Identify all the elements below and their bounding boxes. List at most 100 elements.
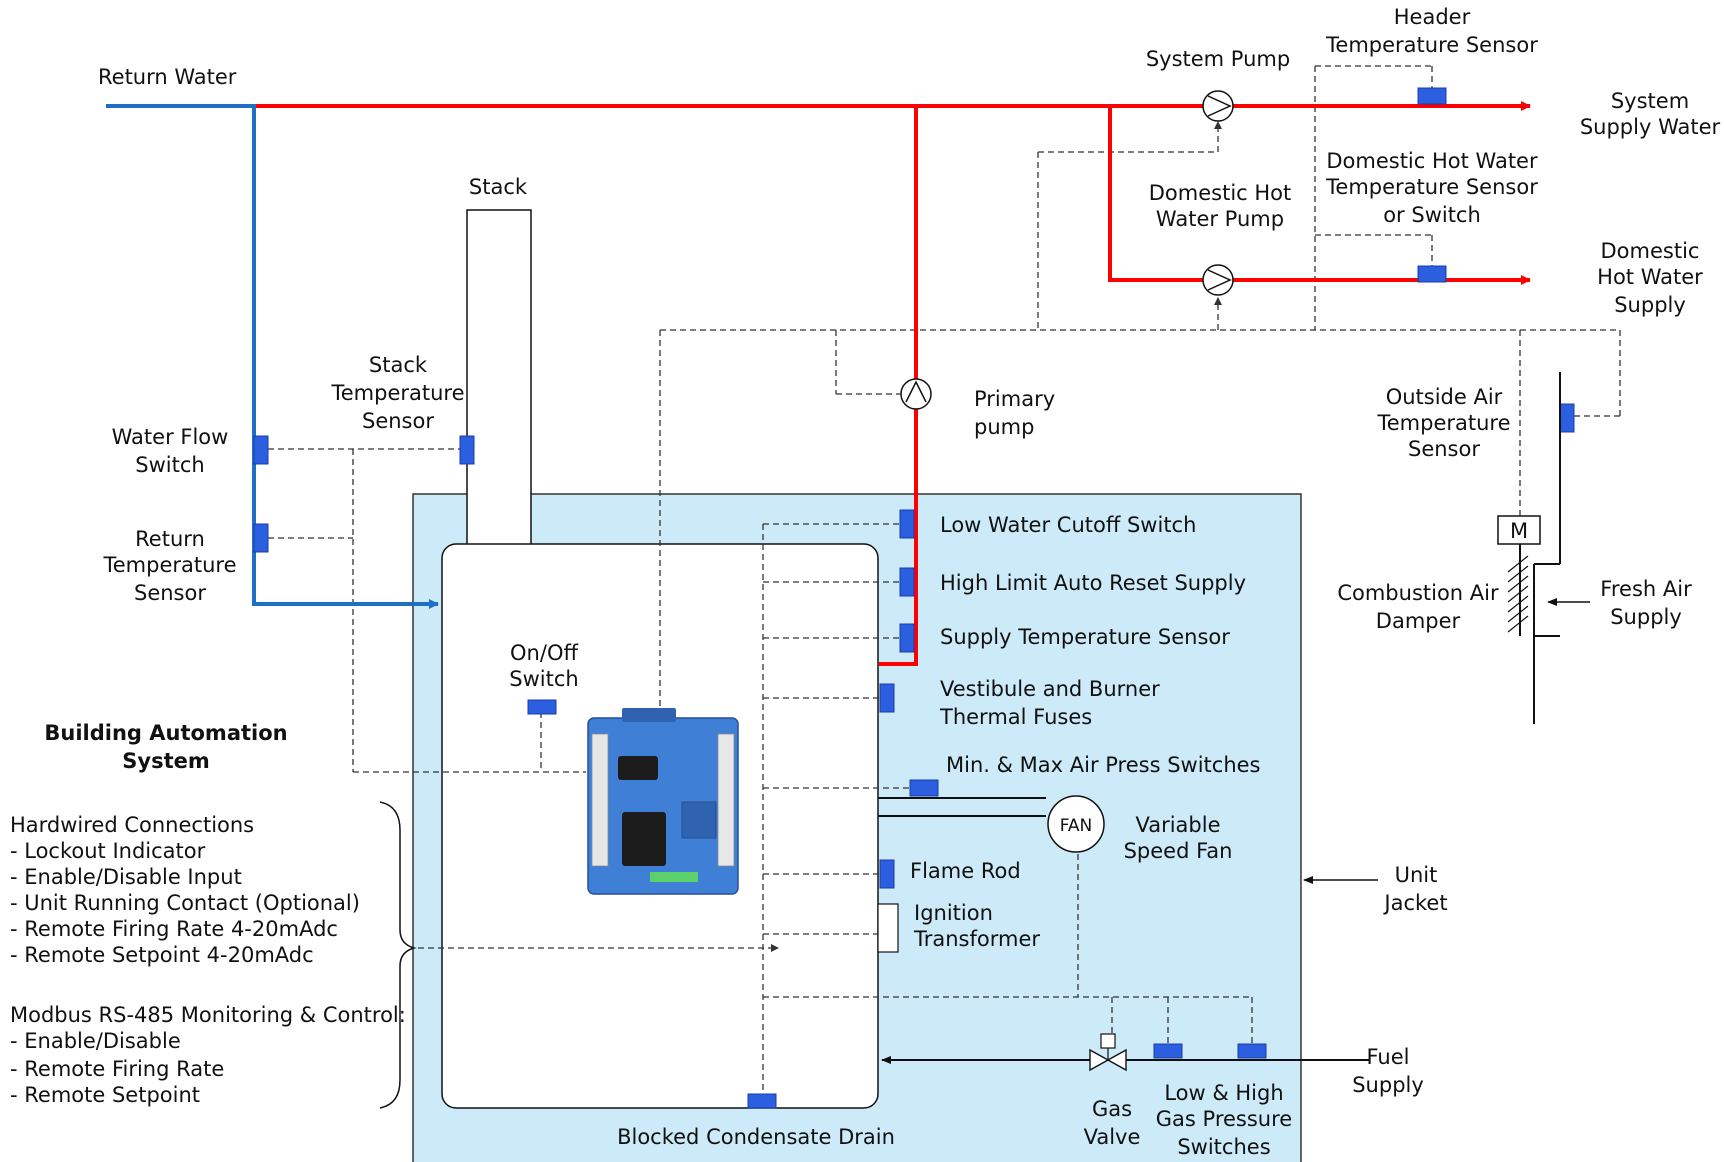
hardwired-item: - Remote Firing Rate 4-20mAdc <box>10 917 338 941</box>
thermal-fuses <box>879 683 895 713</box>
air-press-switches <box>909 779 939 797</box>
fan-symbol <box>1047 795 1105 853</box>
label-dhw-sensor-3: or Switch <box>1383 203 1481 227</box>
low-gas-press-switch <box>1153 1043 1183 1059</box>
label-ignition-1: Ignition <box>914 901 993 925</box>
label-outside-air-1: Outside Air <box>1386 385 1503 409</box>
label-flame-rod: Flame Rod <box>910 859 1021 883</box>
label-stack-sensor-2: Temperature <box>330 381 464 405</box>
label-outside-air-3: Sensor <box>1408 437 1480 461</box>
modbus-item: - Remote Firing Rate <box>10 1057 224 1081</box>
label-system-pump: System Pump <box>1146 47 1290 71</box>
label-return-temp-1: Return <box>135 527 205 551</box>
label-onoff-2: Switch <box>509 667 578 691</box>
label-header-sensor-1: Header <box>1394 5 1471 29</box>
ignition-transformer <box>877 903 899 953</box>
label-dhw-sensor-1: Domestic Hot Water <box>1326 149 1538 173</box>
label-dhw-pump-2: Water Pump <box>1156 207 1284 231</box>
label-vestibule-1: Vestibule and Burner <box>940 677 1160 701</box>
label-low-water: Low Water Cutoff Switch <box>940 513 1196 537</box>
modbus-title: Modbus RS-485 Monitoring & Control: <box>10 1003 406 1027</box>
water-flow-switch <box>253 435 269 465</box>
label-condensate: Blocked Condensate Drain <box>617 1125 895 1149</box>
label-vestibule-2: Thermal Fuses <box>939 705 1092 729</box>
label-motor: M <box>1510 519 1528 543</box>
fuel-line <box>881 1033 1370 1072</box>
label-gas-press-3: Switches <box>1177 1135 1270 1159</box>
label-dhw-supply-3: Supply <box>1614 293 1686 317</box>
dhw-pump-symbol <box>1202 264 1234 296</box>
label-bas-2: System <box>122 749 209 773</box>
controller-module <box>587 708 739 895</box>
label-combustion-2: Damper <box>1376 609 1461 633</box>
label-system-supply-2: Supply Water <box>1580 115 1721 139</box>
label-combustion-1: Combustion Air <box>1337 581 1499 605</box>
label-gas-valve-1: Gas <box>1092 1097 1132 1121</box>
damper-motor <box>1497 515 1541 545</box>
supply-temp-sensor <box>899 623 915 653</box>
primary-pump-symbol <box>900 378 932 410</box>
control-wiring <box>268 65 1621 1094</box>
label-supply-temp: Supply Temperature Sensor <box>940 625 1230 649</box>
label-fuel-1: Fuel <box>1367 1045 1410 1069</box>
label-onoff-1: On/Off <box>510 641 578 665</box>
label-stack-sensor-3: Sensor <box>362 409 434 433</box>
label-stack-sensor-1: Stack <box>369 353 428 377</box>
label-fresh-air-1: Fresh Air <box>1600 577 1692 601</box>
label-return-temp-3: Sensor <box>134 581 206 605</box>
hardwired-item: - Remote Setpoint 4-20mAdc <box>10 943 314 967</box>
label-gas-press-1: Low & High <box>1164 1081 1283 1105</box>
sensors <box>253 87 1575 1109</box>
stack-temp-sensor <box>459 435 475 465</box>
onoff-switch <box>527 699 557 715</box>
supply-piping <box>254 101 1531 666</box>
label-primary-pump-1: Primary <box>974 387 1055 411</box>
flame-rod-sensor <box>879 859 895 889</box>
header-temp-sensor <box>1417 87 1447 105</box>
combustion-air-assembly <box>1497 372 1590 724</box>
label-dhw-supply-1: Domestic <box>1601 239 1700 263</box>
label-fan: FAN <box>1060 816 1093 836</box>
label-primary-pump-2: pump <box>974 415 1034 439</box>
hardwired-item: - Lockout Indicator <box>10 839 206 863</box>
stack <box>466 209 532 547</box>
fan-assembly <box>878 795 1105 853</box>
label-fresh-air-2: Supply <box>1610 605 1682 629</box>
modbus-item: - Enable/Disable <box>10 1029 181 1053</box>
label-high-limit: High Limit Auto Reset Supply <box>940 571 1246 595</box>
modbus-item: - Remote Setpoint <box>10 1083 200 1107</box>
high-gas-press-switch <box>1237 1043 1267 1059</box>
return-temp-sensor <box>253 523 269 553</box>
bas-bracket <box>379 801 417 1109</box>
label-vsf-2: Speed Fan <box>1124 839 1233 863</box>
label-bas-1: Building Automation <box>44 721 287 745</box>
label-system-supply-1: System <box>1611 89 1689 113</box>
labels: Return Water System Pump Header Temperat… <box>10 5 1721 1159</box>
label-header-sensor-2: Temperature Sensor <box>1325 33 1538 57</box>
label-water-flow-2: Switch <box>135 453 204 477</box>
label-gas-valve-2: Valve <box>1084 1125 1141 1149</box>
label-unit-jacket-1: Unit <box>1395 863 1438 887</box>
label-dhw-supply-2: Hot Water <box>1597 265 1703 289</box>
label-gas-press-2: Gas Pressure <box>1156 1107 1292 1131</box>
dhw-temp-sensor <box>1417 265 1447 283</box>
label-fuel-2: Supply <box>1352 1073 1424 1097</box>
outside-air-sensor <box>1559 403 1575 433</box>
label-return-water: Return Water <box>98 65 237 89</box>
hardwired-title: Hardwired Connections <box>10 813 254 837</box>
label-vsf-1: Variable <box>1135 813 1220 837</box>
label-outside-air-2: Temperature <box>1376 411 1510 435</box>
condensate-sensor <box>747 1093 777 1109</box>
hardwired-item: - Enable/Disable Input <box>10 865 242 889</box>
label-water-flow-1: Water Flow <box>112 425 229 449</box>
label-ignition-2: Transformer <box>913 927 1040 951</box>
high-limit-sensor <box>899 567 915 597</box>
label-return-temp-2: Temperature <box>102 553 236 577</box>
label-dhw-sensor-2: Temperature Sensor <box>1325 175 1538 199</box>
hardwired-item: - Unit Running Contact (Optional) <box>10 891 360 915</box>
system-pump-symbol <box>1202 90 1234 122</box>
label-stack: Stack <box>469 175 528 199</box>
label-unit-jacket-2: Jacket <box>1382 891 1447 915</box>
low-water-cutoff <box>899 509 915 539</box>
